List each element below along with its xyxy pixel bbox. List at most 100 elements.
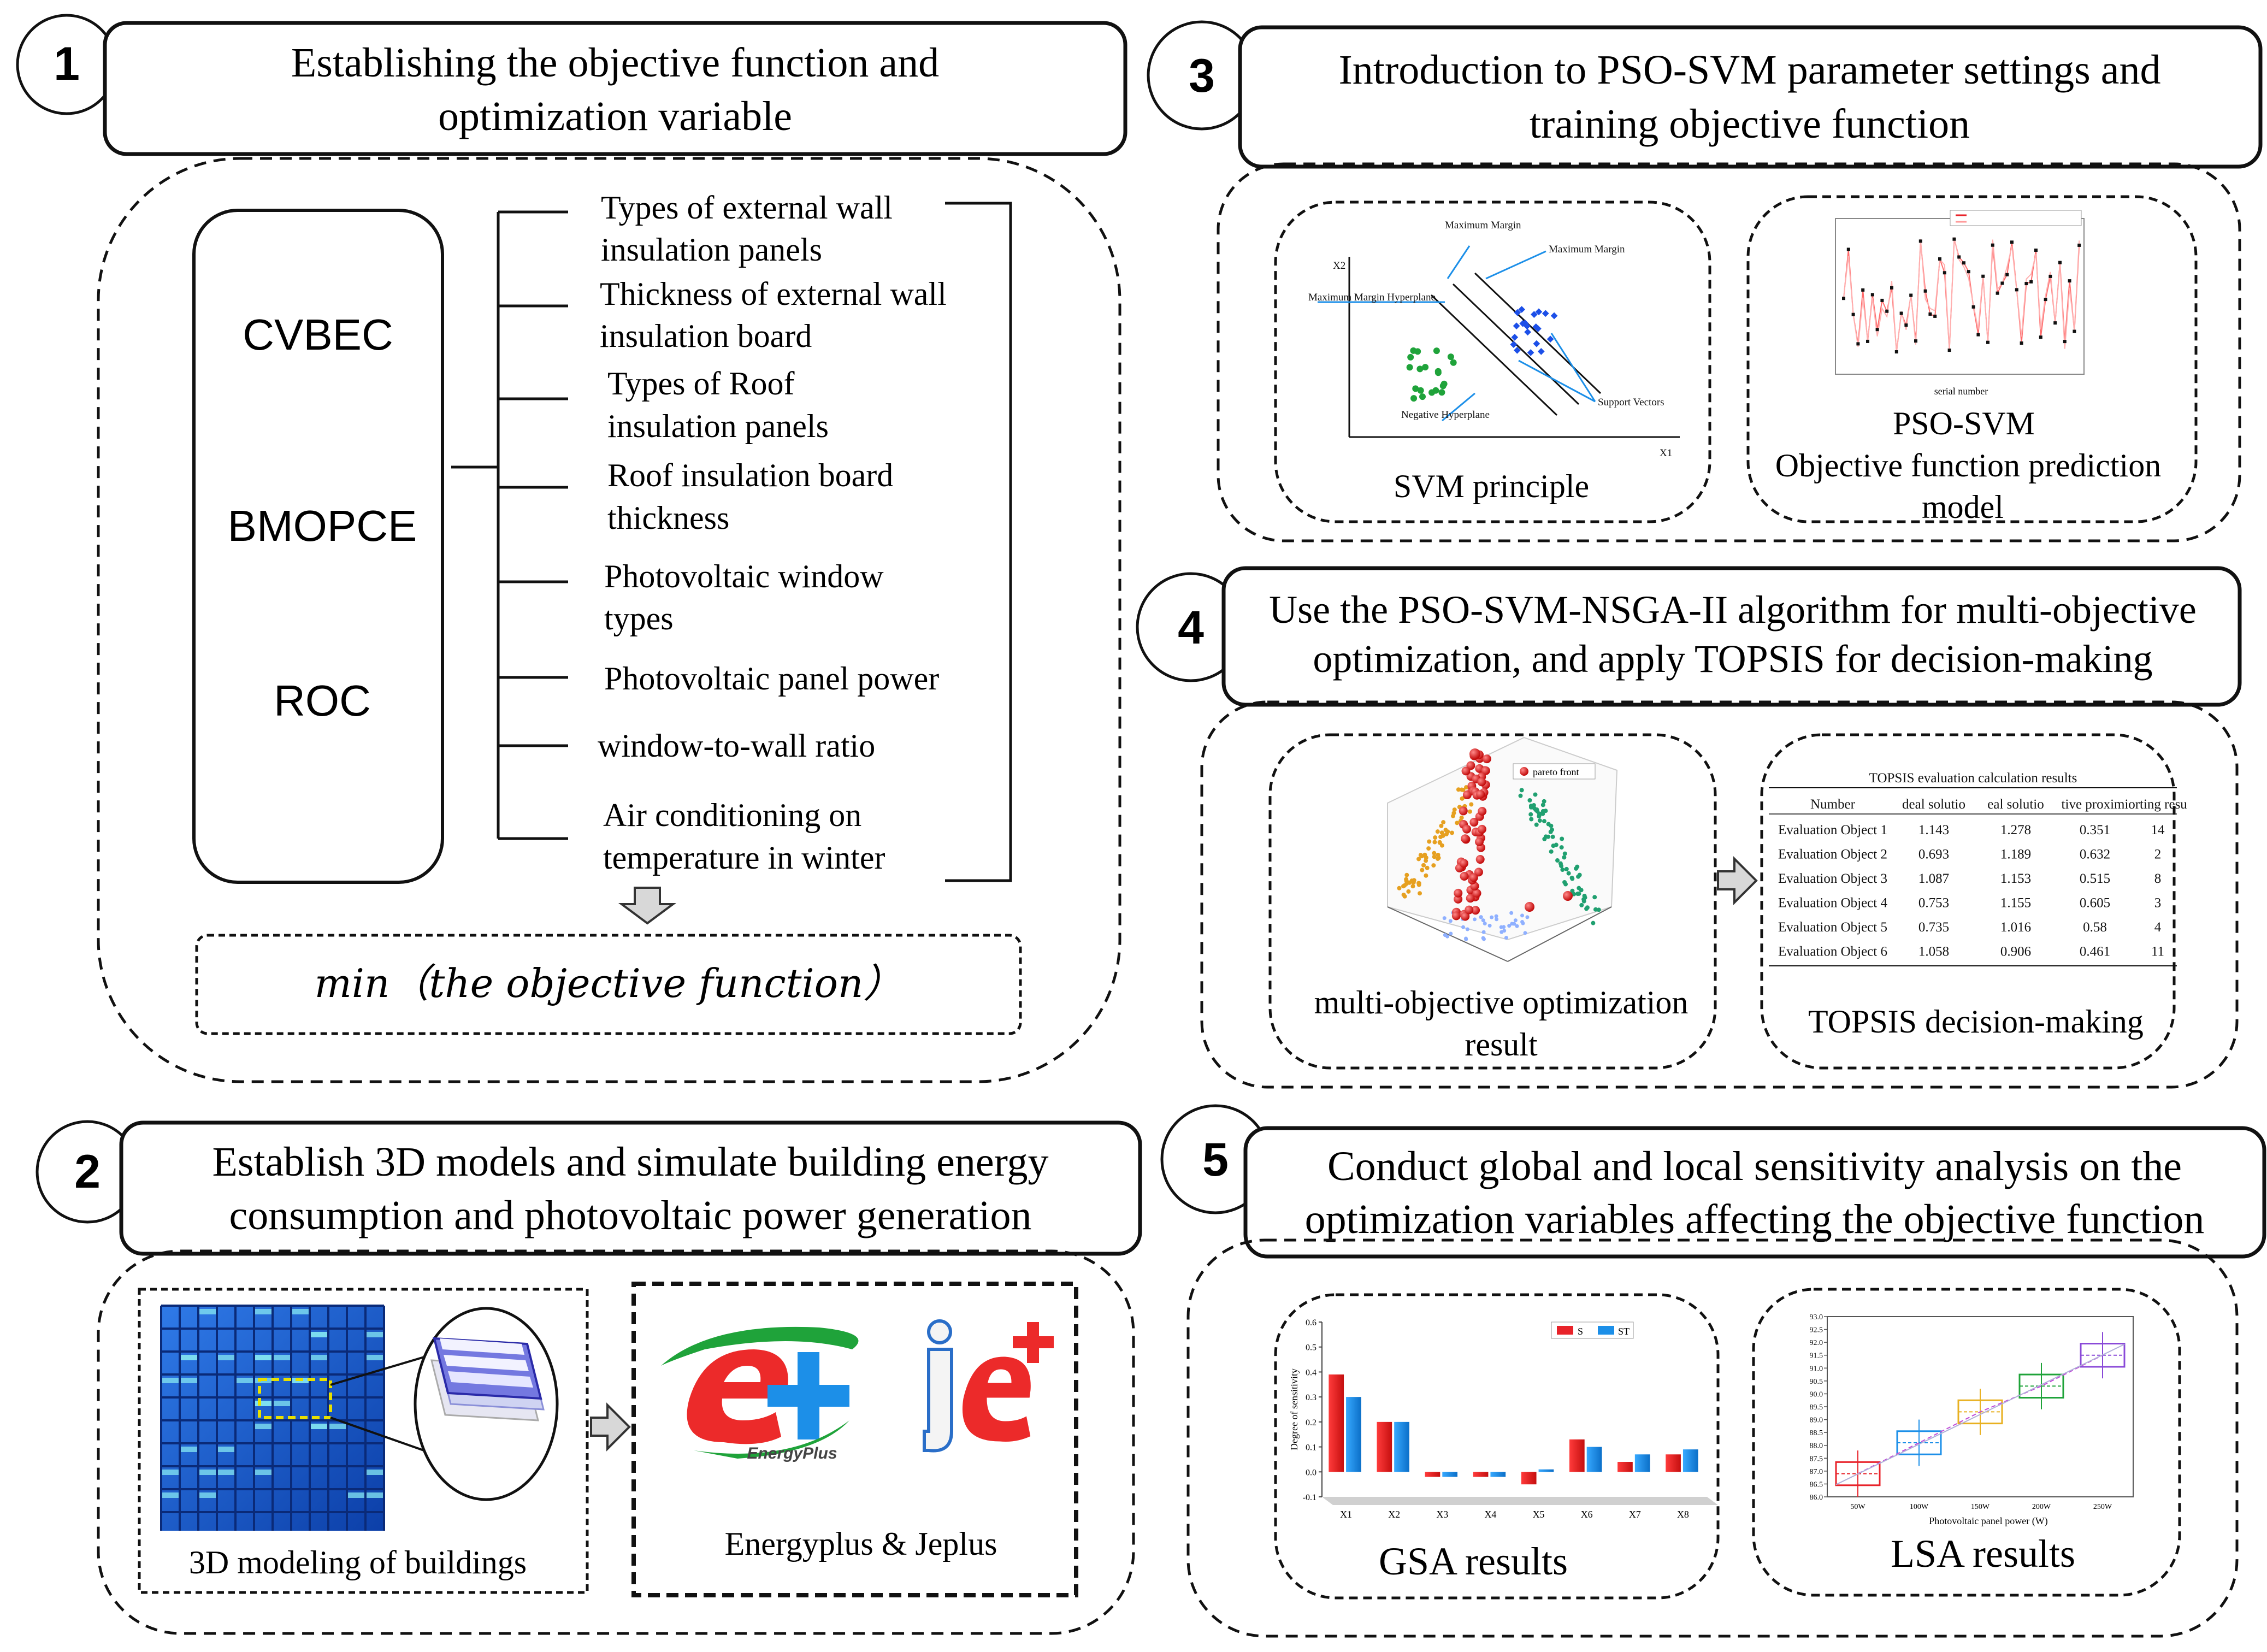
svm-positive-point: [1511, 334, 1519, 341]
step2-dashed-container: [97, 1249, 1135, 1635]
topsis-cell: 3: [2154, 896, 2162, 911]
pso-point: [1899, 311, 1903, 315]
gsa-legend-s: S: [1578, 1326, 1583, 1337]
pareto-point: [1475, 855, 1485, 864]
lsa-ytick-label: 87.5: [1810, 1455, 1823, 1463]
objective-cvbec: CVBEC: [243, 310, 393, 359]
pareto-point: [1482, 754, 1491, 764]
gsa-bar: [1473, 1472, 1489, 1477]
topsis-cell: 1.087: [1918, 871, 1949, 886]
svm-positive-point: [1550, 312, 1558, 320]
svm-negative-point: [1433, 347, 1440, 355]
building-3d-model-image: [160, 1305, 559, 1531]
mo-point: [1584, 906, 1589, 911]
mo-point: [1427, 839, 1432, 844]
mo-point: [1490, 915, 1494, 919]
gsa-ytick-label: 0.0: [1306, 1468, 1316, 1477]
mo-point: [1426, 846, 1431, 851]
mo-point: [1397, 886, 1402, 890]
svm-positive-point: [1532, 323, 1540, 331]
mo-point: [1577, 891, 1581, 896]
pso-point: [2034, 248, 2038, 252]
gsa-category-label: X1: [1340, 1509, 1352, 1520]
variable-2-line1: Thickness of external wall: [600, 276, 947, 312]
svm-positive-point: [1535, 308, 1543, 316]
svm-positive-point: [1524, 328, 1531, 336]
svm-positive-point: [1546, 335, 1554, 343]
svm-negative-point: [1447, 353, 1454, 361]
gsa-category-label: X6: [1581, 1509, 1593, 1520]
topsis-header-3: tive proximi: [2062, 797, 2129, 812]
gsa-caption: GSA results: [1379, 1539, 1568, 1583]
mo-point: [1581, 897, 1586, 902]
mo-point: [1401, 892, 1406, 897]
lsa-ytick-label: 86.0: [1810, 1494, 1823, 1502]
gsa-bar: [1682, 1449, 1698, 1472]
topsis-cell: 1.143: [1918, 823, 1949, 837]
mo-point: [1479, 915, 1483, 919]
mo-point: [1540, 803, 1545, 807]
step5-title-box: [1243, 1126, 2266, 1259]
step4-section: 4 Use the PSO-SVM-NSGA-II algorithm for …: [1136, 566, 2242, 1089]
pso-point: [1842, 297, 1845, 300]
mo-point: [1444, 831, 1449, 836]
topsis-cell: Evaluation Object 1: [1778, 823, 1887, 837]
mo-point: [1438, 834, 1443, 839]
pso-point: [2020, 341, 2023, 345]
lsa-ytick-label: 92.5: [1810, 1326, 1823, 1335]
gsa-category-label: X4: [1484, 1509, 1496, 1520]
topsis-table: TOPSIS evaluation calculation results Nu…: [1769, 771, 2187, 966]
mo-point: [1404, 877, 1409, 882]
gsa-ytick-label: -0.1: [1303, 1493, 1316, 1502]
mo-point: [1464, 785, 1469, 790]
pso-point: [2068, 279, 2071, 283]
mo-point: [1441, 820, 1446, 825]
pso-point: [1933, 314, 1937, 318]
topsis-cell: 0.693: [1918, 847, 1949, 862]
svm-negative-point: [1434, 369, 1442, 376]
variable-5-line1: Photovoltaic window: [604, 558, 884, 594]
pso-point: [1861, 288, 1865, 292]
mo-point: [1546, 822, 1551, 827]
pso-point: [2077, 243, 2081, 247]
pareto-point: [1459, 859, 1468, 868]
multi-objective-box: [1268, 733, 1717, 1070]
step2-title-line2: consumption and photovoltaic power gener…: [229, 1193, 1032, 1238]
pareto-point: [1525, 902, 1534, 912]
gsa-ytick-label: 0.1: [1306, 1443, 1316, 1453]
pso-point: [1952, 237, 1956, 241]
svm-principle-box: [1274, 200, 1711, 523]
svm-negative-point: [1432, 387, 1439, 394]
lsa-category-label: 50W: [1850, 1503, 1865, 1511]
variable-ticks: [498, 210, 568, 840]
svm-negative-point: [1416, 365, 1424, 373]
gsa-bar: [1634, 1454, 1650, 1472]
mo-point: [1507, 924, 1512, 928]
topsis-cell: Evaluation Object 2: [1778, 847, 1887, 862]
mo-point: [1528, 805, 1533, 810]
mo-point: [1439, 830, 1444, 835]
mo-point: [1452, 807, 1457, 812]
lsa-ytick-label: 91.5: [1810, 1352, 1823, 1360]
pso-point: [1885, 309, 1889, 313]
mo-point: [1572, 892, 1577, 896]
pso-point: [2010, 240, 2014, 244]
pso-point: [1957, 255, 1961, 259]
mo-point: [1582, 894, 1587, 899]
pareto-point: [1475, 837, 1484, 847]
variable-7: window-to-wall ratio: [598, 728, 875, 764]
pso-svm-caption-line2: Objective function prediction: [1775, 447, 2161, 483]
pso-point: [1967, 270, 1970, 274]
variable-4-line1: Roof insulation board: [607, 457, 893, 493]
mo-point: [1464, 937, 1468, 941]
variable-8-line2: temperature in winter: [603, 840, 885, 876]
svm-negative-point: [1410, 347, 1417, 354]
svm-negative-point: [1441, 380, 1448, 387]
mo-point: [1432, 854, 1437, 859]
mo-point: [1481, 918, 1485, 923]
mo-point: [1421, 863, 1426, 868]
mo-point: [1450, 830, 1455, 835]
topsis-header-4: orting resu: [2128, 797, 2187, 812]
pso-point: [1909, 293, 1913, 297]
topsis-cell: 11: [2151, 945, 2164, 959]
